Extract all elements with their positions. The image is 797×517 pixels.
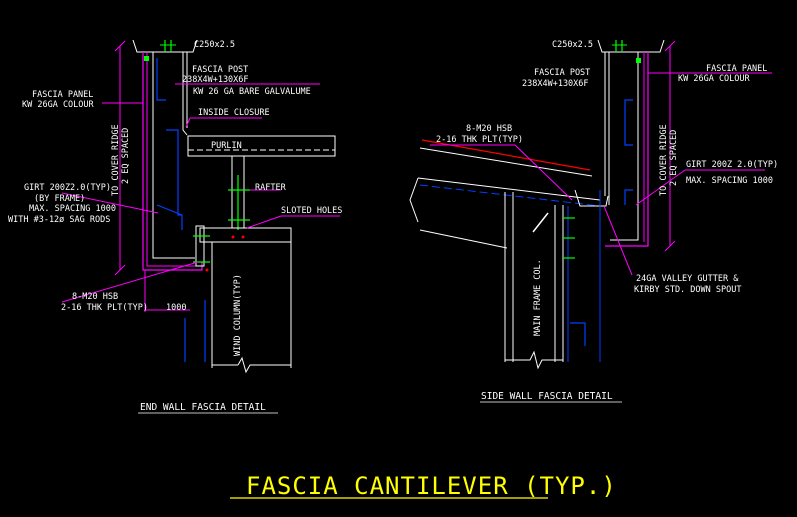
purlin (187, 135, 336, 157)
end-wall-c-section: C250x2.5 (194, 40, 235, 50)
side-wall-cover-ridge: TO COVER RIDGE (659, 124, 669, 196)
side-wall-rafter (409, 177, 601, 249)
side-wall-hsb-label: 8-M20 HSB (466, 124, 512, 134)
end-wall-eq-spaced: 2 EQ SPACED (121, 128, 131, 184)
side-wall-fascia-post-size: 238X4W+130X6F (522, 79, 589, 89)
side-wall-fascia-post (608, 52, 639, 241)
side-wall-fascia-panel-label: FASCIA PANEL (706, 64, 767, 74)
end-wall-girt-lower (156, 204, 183, 230)
end-wall-cover-ridge: TO COVER RIDGE (111, 124, 121, 196)
end-wall-girt-spacing: MAX. SPACING 1000 (29, 204, 116, 214)
end-wall-fascia-panel-spec: KW 26GA COLOUR (22, 100, 95, 110)
side-wall-caption: SIDE WALL FASCIA DETAIL (481, 391, 613, 402)
side-wall-fascia-panel-spec: KW 26GA COLOUR (678, 74, 751, 84)
downspout-label: KIRBY STD. DOWN SPOUT (634, 285, 741, 295)
inside-closure-label: INSIDE CLOSURE (198, 108, 270, 118)
column-top-plate (199, 227, 292, 243)
end-wall-detail (61, 39, 340, 414)
side-wall-girt-spacing: MAX. SPACING 1000 (686, 176, 773, 186)
end-wall-sag-rods: WITH #3-12ø SAG RODS (8, 215, 110, 225)
side-wall-fascia-panel-outline (605, 52, 649, 247)
end-wall-fascia-post (152, 52, 195, 259)
end-wall-fascia-panel-label: FASCIA PANEL (32, 90, 93, 100)
end-wall-girt-label: GIRT 200Z2.0(TYP) (24, 183, 111, 193)
end-wall-marker (144, 56, 149, 61)
end-wall-fascia-post-label: FASCIA POST (192, 65, 248, 75)
side-wall-detail (409, 39, 772, 403)
slotted-holes-label: SLOTED HOLES (281, 206, 342, 216)
end-wall-sheet-label: KW 26 GA BARE GALVALUME (193, 87, 311, 97)
purlin-label: PURLIN (211, 141, 242, 151)
side-wall-plate-label: 2-16 THK PLT(TYP) (436, 135, 523, 145)
side-wall-cap (597, 39, 665, 53)
end-wall-hsb-label: 8-M20 HSB (72, 292, 118, 302)
drawing-title: FASCIA CANTILEVER (TYP.) (246, 472, 617, 500)
side-wall-fascia-post-label: FASCIA POST (534, 68, 590, 78)
wind-column-label: WIND COLUMN(TYP) (233, 274, 243, 356)
side-wall-eq-spaced: 2 EQ SPACED (669, 130, 679, 186)
connection-plate (195, 225, 205, 267)
end-wall-girt-by-frame: (BY FRAME) (34, 194, 85, 204)
side-wall-c-section: C250x2.5 (552, 40, 593, 50)
side-wall-girt-label: GIRT 200Z 2.0(TYP) (686, 160, 778, 170)
end-wall-dim-value: 1000 (166, 303, 186, 313)
end-wall-girt-upper (156, 58, 166, 101)
valley-gutter (574, 189, 609, 207)
main-frame-label: MAIN FRAME COL. (533, 259, 543, 336)
end-wall-plate-label: 2-16 THK PLT(TYP) (61, 303, 148, 313)
gutter-label: 24GA VALLEY GUTTER & (636, 274, 739, 284)
side-wall-girt (624, 99, 633, 146)
rafter-label: RAFTER (255, 183, 287, 193)
end-wall-caption: END WALL FASCIA DETAIL (140, 402, 266, 413)
end-wall-fascia-post-size: 238X4W+130X6F (182, 75, 249, 85)
